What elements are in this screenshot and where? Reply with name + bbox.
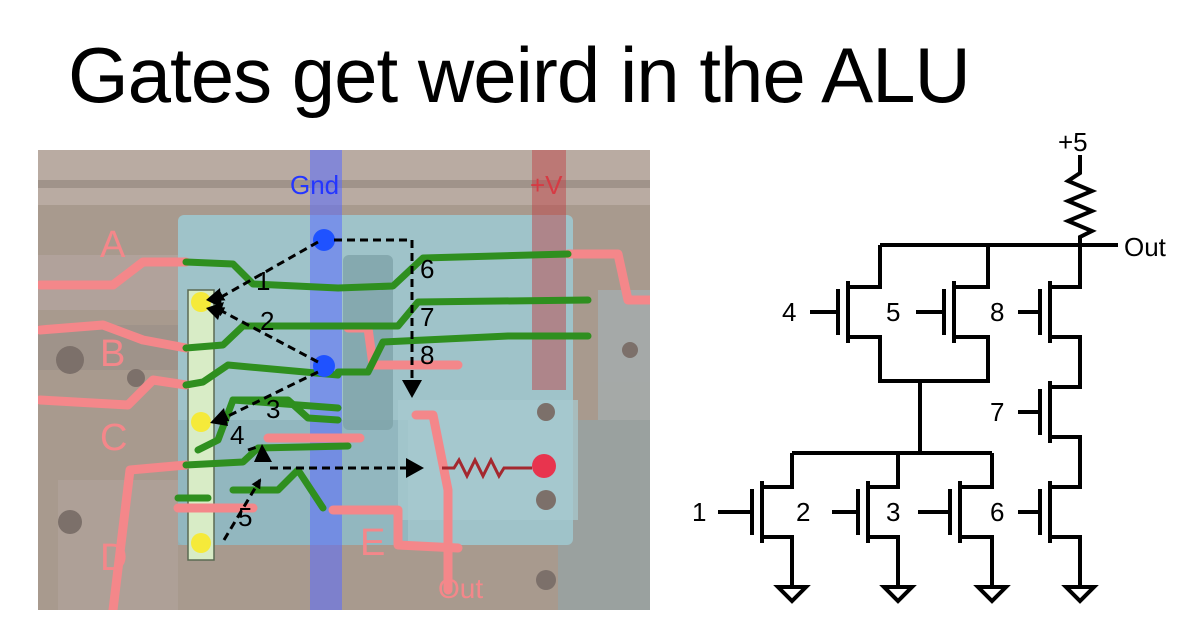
wire xyxy=(960,453,994,489)
slide-title: Gates get weird in the ALU xyxy=(68,31,971,119)
wire xyxy=(1050,435,1082,489)
die-holes xyxy=(56,342,638,590)
metal-traces xyxy=(38,249,650,610)
ground-symbol xyxy=(973,585,1011,604)
ground-rail xyxy=(310,150,342,610)
die-transistor-6: 6 xyxy=(420,254,434,284)
schematic-transistor-2: 2 xyxy=(796,497,810,527)
input-label-c: C xyxy=(100,417,127,459)
gnd-label: Gnd xyxy=(290,170,339,200)
transistor-3 xyxy=(918,481,962,543)
arrow-heads xyxy=(206,288,424,478)
transistor-1 xyxy=(718,481,764,543)
schematic-transistor-8: 8 xyxy=(990,297,1004,327)
contact-dot xyxy=(191,292,211,312)
schematic-transistor-7: 7 xyxy=(990,397,1004,427)
transistor-7 xyxy=(1018,381,1052,443)
supply-label: +5 xyxy=(1058,127,1088,157)
resistor-node xyxy=(532,454,556,478)
contact-dots xyxy=(191,292,211,553)
supply-resistor xyxy=(1062,155,1098,245)
input-label-e: E xyxy=(360,522,385,564)
input-label-a: A xyxy=(100,224,126,266)
ground-symbol xyxy=(879,585,917,604)
ground-via-top xyxy=(313,229,335,251)
wire xyxy=(954,245,990,289)
wire xyxy=(848,335,990,383)
poly-gates xyxy=(174,250,592,512)
ground-via-middle xyxy=(313,355,335,377)
wire xyxy=(762,535,794,587)
die-transistor-1: 1 xyxy=(256,266,270,296)
input-label-b: B xyxy=(100,333,125,375)
ground-symbol xyxy=(773,585,811,604)
schematic-transistor-3: 3 xyxy=(886,497,900,527)
current-arrows xyxy=(214,238,418,541)
transistor-schematic: +5 Out 1 2 3 4 5 6 7 8 xyxy=(692,127,1167,604)
wire xyxy=(868,453,900,489)
ground-symbol xyxy=(1061,585,1099,604)
wire xyxy=(762,453,794,489)
wire xyxy=(960,535,994,587)
vplus-rail xyxy=(532,150,566,390)
die-transistor-5: 5 xyxy=(238,502,252,532)
die-transistor-8: 8 xyxy=(420,340,434,370)
contact-dot xyxy=(191,412,211,432)
schematic-transistor-1: 1 xyxy=(692,497,706,527)
die-photo: Gnd +V xyxy=(38,150,650,610)
die-output-label: Out xyxy=(438,573,483,604)
transistor-4 xyxy=(810,281,850,343)
wire xyxy=(1050,335,1082,389)
wire xyxy=(1050,535,1082,587)
schematic-transistor-6: 6 xyxy=(990,497,1004,527)
schematic-transistor-5: 5 xyxy=(886,297,900,327)
vplus-label: +V xyxy=(530,170,563,200)
transistor-5 xyxy=(916,281,956,343)
die-transistor-2: 2 xyxy=(260,306,274,336)
transistor-2 xyxy=(832,481,870,543)
wire xyxy=(1050,245,1082,289)
wire xyxy=(848,245,882,289)
die-transistor-4: 4 xyxy=(230,420,244,450)
input-label-d: D xyxy=(100,537,127,579)
schematic-transistor-4: 4 xyxy=(782,297,796,327)
schematic-output-label: Out xyxy=(1124,232,1167,262)
die-transistor-7: 7 xyxy=(420,302,434,332)
transistor-8 xyxy=(1018,281,1052,343)
transistor-6 xyxy=(1018,481,1052,543)
resistor-zigzag xyxy=(442,456,532,480)
wire xyxy=(868,535,900,587)
contact-dot xyxy=(191,533,211,553)
die-transistor-3: 3 xyxy=(266,394,280,424)
die-texture xyxy=(38,150,650,610)
